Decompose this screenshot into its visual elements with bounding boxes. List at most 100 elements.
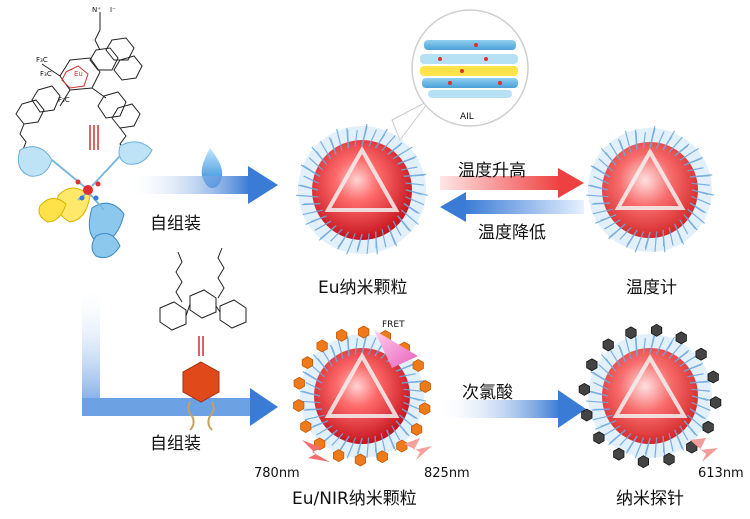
- fret-arrow: [374, 330, 418, 368]
- self-assembly-arrow-bottom: [82, 290, 278, 426]
- ligand-strand: [691, 388, 710, 392]
- dye-bond-marker: [198, 336, 204, 356]
- ligand-strand: [654, 437, 658, 458]
- chem-cf3-a: F₃C: [36, 56, 48, 64]
- ligand-strand: [642, 132, 646, 149]
- ligand-strand: [635, 131, 638, 151]
- nanoprobe-graphic: [578, 323, 722, 469]
- ligand-strand: [619, 140, 626, 157]
- ligand-strand: [683, 158, 702, 166]
- ligand-strand: [668, 227, 674, 246]
- dye-hexagon: [358, 325, 370, 339]
- ligand-strand: [590, 390, 609, 397]
- ligand-strand: [331, 433, 344, 446]
- ligand-strand: [619, 433, 632, 446]
- ligand-strand: [321, 348, 333, 367]
- ligand-strand: [296, 194, 319, 198]
- ligand-strand: [356, 437, 363, 454]
- ligand-strand: [395, 420, 409, 436]
- ligand-strand: [403, 395, 421, 401]
- temp-rise-arrow: [440, 168, 584, 198]
- ligand-strand: [635, 337, 638, 357]
- ligand-strand: [649, 128, 656, 149]
- dye-hexagon: [293, 399, 305, 412]
- ligand-strand: [392, 146, 413, 160]
- ligand-strand: [399, 373, 416, 378]
- ligand-strand: [689, 381, 711, 384]
- ligand-strand: [609, 348, 621, 367]
- ligand-strand: [403, 174, 425, 178]
- ligand-strand: [655, 131, 665, 149]
- ligand-strand: [391, 425, 401, 441]
- ligand-strand: [400, 209, 419, 225]
- ligand-strand: [586, 194, 609, 198]
- ligand-strand: [387, 143, 402, 155]
- ligand-strand: [679, 219, 689, 235]
- quenched-hexagon: [663, 452, 675, 466]
- emission-613-label: 613nm: [698, 466, 744, 481]
- emission-825-label: 825nm: [424, 466, 470, 481]
- quenched-hexagon: [650, 323, 663, 337]
- ligand-strand: [586, 400, 609, 404]
- ligand-strand: [375, 128, 388, 149]
- ligand-strand: [600, 353, 617, 372]
- ligand-strand: [654, 231, 658, 252]
- ligand-strand: [604, 219, 621, 230]
- ligand-strand: [619, 346, 626, 363]
- ligand-strand: [683, 364, 702, 372]
- ligand-strand: [598, 364, 613, 378]
- ligand-strand: [314, 220, 332, 231]
- ligand-strand: [679, 147, 699, 161]
- ligand-strand: [310, 364, 325, 378]
- quenched-hexagon: [710, 396, 722, 409]
- ligand-strand: [302, 164, 321, 177]
- ligand-strand: [590, 184, 609, 191]
- eu-complex-structure: [15, 12, 143, 153]
- dye-hexagon: [419, 402, 431, 416]
- coordination-bond-marker: [89, 125, 99, 150]
- self-assembly-arrow-top: [130, 166, 278, 204]
- ligand-strand: [592, 165, 611, 178]
- ligand-strand: [374, 435, 378, 459]
- dye-hexagon-icon: [182, 361, 220, 431]
- ligand-strand: [668, 136, 683, 153]
- ligand-strand: [366, 437, 370, 458]
- ligand-strand: [642, 338, 646, 355]
- ligand-strand: [609, 223, 626, 238]
- ligand-strand: [361, 334, 368, 355]
- ligand-strand: [356, 233, 363, 250]
- ligand-strand: [595, 214, 617, 224]
- ligand-strand: [403, 203, 418, 214]
- ligand-strand: [303, 175, 319, 184]
- ligand-strand: [674, 429, 683, 450]
- ligand-strand: [679, 353, 699, 367]
- ligand-strand: [403, 388, 422, 392]
- ligand-strand: [308, 157, 324, 171]
- eu-nir-particle-graphic: [293, 325, 431, 467]
- ligand-strand: [354, 130, 358, 147]
- ligand-strand: [302, 390, 321, 397]
- ligand-strand: [592, 371, 611, 384]
- ligand-strand: [674, 223, 683, 244]
- ligand-strand: [381, 135, 396, 152]
- ligand-strand: [595, 420, 617, 430]
- ligand-strand: [336, 128, 343, 151]
- ligand-strand: [668, 433, 674, 452]
- ligand-strand: [662, 229, 666, 253]
- ligand-strand: [619, 227, 632, 240]
- ligand-strand: [346, 437, 357, 459]
- ligand-strand: [401, 381, 423, 384]
- ligand-strand: [691, 189, 709, 195]
- ligand-strand: [592, 414, 613, 421]
- quenched-hexagon: [586, 358, 598, 372]
- ligand-strand: [397, 215, 410, 231]
- fret-label: FRET: [382, 320, 405, 330]
- ligand-strand: [691, 395, 709, 401]
- ligand-strand: [609, 142, 621, 161]
- chem-cf3-c: F₃C: [58, 96, 70, 104]
- ligand-strand: [338, 435, 350, 452]
- ligand-strand: [662, 435, 666, 459]
- ligand-strand: [304, 371, 323, 384]
